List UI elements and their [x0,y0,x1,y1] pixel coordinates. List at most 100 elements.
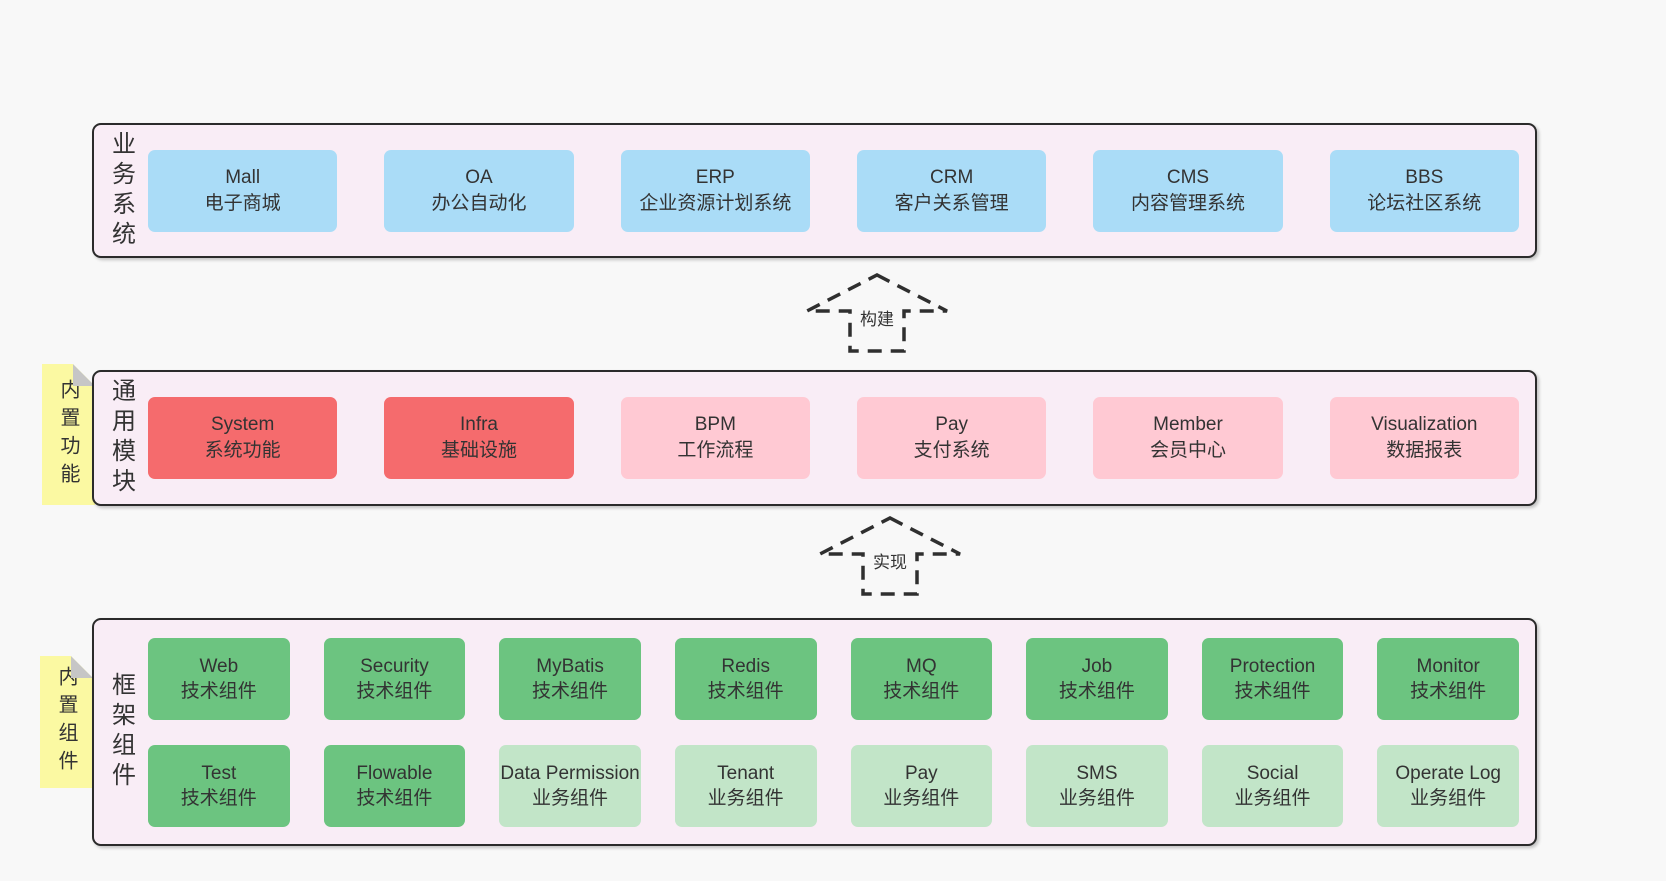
sticky-note-label: 内置组件 [55,666,77,778]
box-member: Member 会员中心 [1093,397,1283,479]
arrow-build-up: 构建 [803,272,951,354]
box-title: CMS [1166,166,1210,188]
box-crm: CRM 客户关系管理 [856,149,1047,232]
box-subtitle: 技术组件 [180,787,257,809]
box-subtitle: 技术组件 [1234,680,1311,702]
box-subtitle: 技术组件 [1410,680,1487,702]
box-title: OA [465,166,493,188]
box-subtitle: 基础设施 [440,440,517,461]
box-subtitle: 企业资源计划系统 [639,192,792,214]
box-subtitle: 技术组件 [180,680,257,702]
box-subtitle: 技术组件 [883,680,960,702]
box-title: Visualization [1371,414,1478,435]
arrow-implement-up: 实现 [816,515,964,597]
box-subtitle: 技术组件 [356,787,433,809]
box-title: Job [1081,655,1113,677]
box-mybatis: MyBatis 技术组件 [499,637,641,720]
box-title: Social [1246,762,1299,784]
panel-business-systems: 业务系统 Mall 电子商城 OA 办公自动化 ERP 企业资源计划系统 CRM 客户关系管理… [92,123,1537,258]
box-cms: CMS 内容管理系统 [1093,149,1283,232]
box-subtitle: 业务组件 [707,787,784,809]
box-operate-log: Operate Log 业务组件 [1377,744,1519,827]
box-title: Member [1153,414,1223,435]
box-title: ERP [695,166,735,188]
panel-label-text: 业务系统 [107,130,135,251]
box-pay: Pay 业务组件 [850,744,993,827]
box-title: Pay [935,414,969,435]
box-subtitle: 办公自动化 [431,192,527,214]
arrow-label: 构建 [857,305,897,330]
box-title: MQ [906,655,937,677]
box-title: Pay [904,762,938,784]
box-subtitle: 电子商城 [204,192,281,214]
panel-common-modules: 通用模块 System 系统功能 Infra 基础设施 BPM 工作流程 Pay 支付系统 Me… [92,370,1537,506]
box-title: Tenant [717,762,775,784]
box-title: Operate Log [1395,762,1501,784]
box-title: SMS [1076,762,1118,784]
box-title: Mall [225,166,261,188]
box-title: BPM [694,414,736,435]
panel-label-business-systems: 业务系统 [94,125,148,256]
sticky-note-label: 内置功能 [57,378,79,491]
box-subtitle: 业务组件 [1058,787,1135,809]
box-flowable: Flowable 技术组件 [323,744,466,827]
box-subtitle: 论坛社区系统 [1367,192,1482,214]
box-erp: ERP 企业资源计划系统 [620,149,810,232]
box-infra: Infra 基础设施 [384,397,574,479]
box-bpm: BPM 工作流程 [620,397,810,479]
box-subtitle: 技术组件 [356,680,433,702]
panel-label-common-modules: 通用模块 [94,372,148,504]
box-bbs: BBS 论坛社区系统 [1329,149,1519,232]
sticky-note-builtin-components: 内置组件 [40,656,93,788]
box-subtitle: 内容管理系统 [1130,192,1245,214]
box-subtitle: 业务组件 [883,787,960,809]
box-test: Test 技术组件 [148,744,290,827]
box-title: MyBatis [536,655,604,677]
arrow-label: 实现 [870,548,910,573]
box-title: System [210,414,275,435]
box-mall: Mall 电子商城 [148,149,338,232]
box-tenant: Tenant 业务组件 [674,744,817,827]
box-oa: OA 办公自动化 [384,149,574,232]
box-subtitle: 支付系统 [913,440,990,461]
box-subtitle: 业务组件 [532,787,609,809]
box-system: System 系统功能 [148,397,338,479]
panel-label-text: 框架组件 [107,672,135,792]
box-subtitle: 业务组件 [1410,787,1487,809]
module-box-list: System 系统功能 Infra 基础设施 BPM 工作流程 Pay 支付系统 Member 会… [148,372,1535,504]
box-pay: Pay 支付系统 [856,397,1047,479]
sticky-note-builtin-features: 内置功能 [42,364,95,505]
box-sms: SMS 业务组件 [1026,744,1168,827]
box-title: Redis [721,655,770,677]
box-title: Infra [459,414,498,435]
box-title: Monitor [1416,655,1480,677]
box-monitor: Monitor 技术组件 [1377,637,1519,720]
box-subtitle: 系统功能 [204,440,281,461]
box-title: Flowable [356,762,433,784]
panel-label-framework-components: 框架组件 [94,620,148,844]
box-title: Test [201,762,237,784]
box-subtitle: 技术组件 [1058,680,1135,702]
box-subtitle: 客户关系管理 [894,192,1009,214]
box-mq: MQ 技术组件 [850,637,993,720]
box-subtitle: 工作流程 [677,440,754,461]
box-subtitle: 会员中心 [1149,440,1226,461]
box-title: BBS [1405,166,1444,188]
box-subtitle: 技术组件 [532,680,609,702]
box-title: CRM [930,166,974,188]
panel-label-text: 通用模块 [107,378,135,498]
folded-corner-icon [71,656,93,678]
box-job: Job 技术组件 [1026,637,1168,720]
